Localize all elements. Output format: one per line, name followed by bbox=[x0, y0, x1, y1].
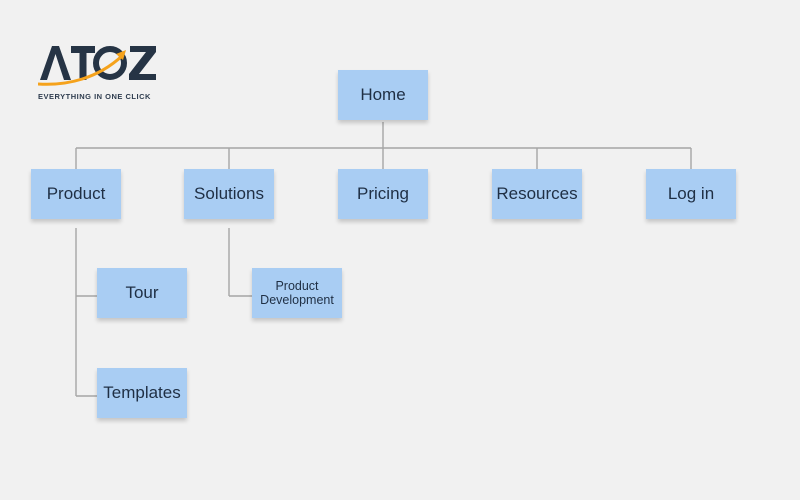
node-log-in: Log in bbox=[646, 169, 736, 219]
node-home: Home bbox=[338, 70, 428, 120]
node-templates: Templates bbox=[97, 368, 187, 418]
logo-tagline: EVERYTHING IN ONE CLICK bbox=[38, 92, 151, 101]
node-pricing: Pricing bbox=[338, 169, 428, 219]
node-solutions: Solutions bbox=[184, 169, 274, 219]
node-tour: Tour bbox=[97, 268, 187, 318]
node-product: Product bbox=[31, 169, 121, 219]
node-product-development: Product Development bbox=[252, 268, 342, 318]
node-resources: Resources bbox=[492, 169, 582, 219]
atoz-logo: EVERYTHING IN ONE CLICK bbox=[38, 40, 168, 104]
atoz-wordmark-icon bbox=[38, 46, 156, 86]
